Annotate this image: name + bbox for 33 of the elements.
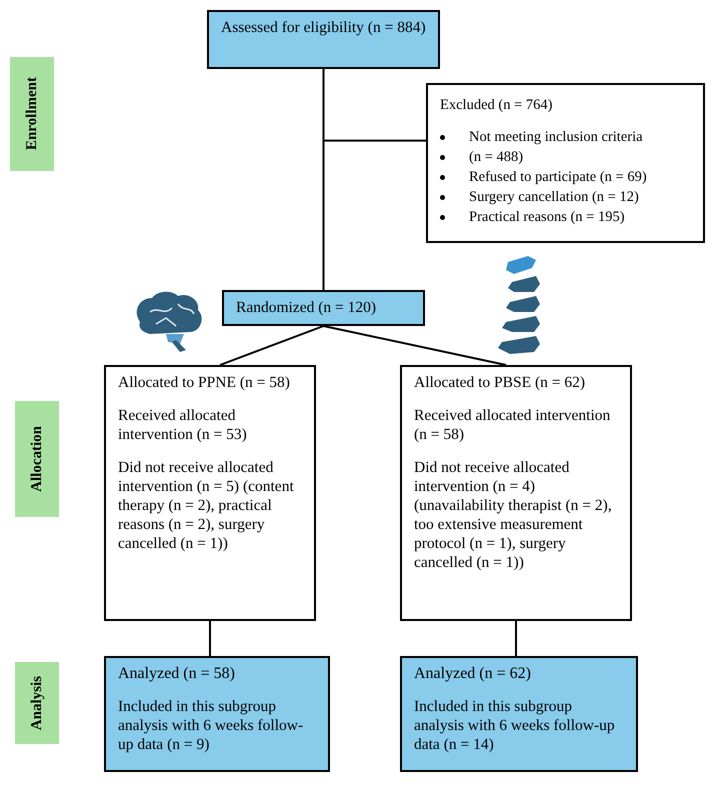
box-text: Included in this subgroup analysis with 6 weeks follow-up data (n = 9) [118, 697, 304, 754]
stage-box [400, 656, 638, 772]
box-heading: Assessed for eligibility (n = 884) [221, 18, 426, 37]
excluded-box [426, 83, 705, 243]
box-heading: Allocated to PBSE (n = 62) [414, 373, 586, 392]
allocation-box [400, 365, 632, 621]
box-heading: Excluded (n = 764) [440, 96, 552, 115]
box-heading: Allocated to PPNE (n = 58) [118, 373, 291, 392]
stage-box [104, 656, 330, 772]
stage-box [207, 10, 440, 69]
connector-line [323, 325, 506, 366]
list-item: Refused to participate (n = 69) [469, 168, 647, 187]
stage-box [222, 290, 425, 326]
list-item: (n = 488) [469, 148, 524, 167]
list-item: Practical reasons (n = 195) [469, 208, 625, 227]
box-text: Received allocated intervention (n = 53) [118, 406, 248, 444]
box-heading: Analyzed (n = 58) [118, 664, 236, 683]
list-item: Not meeting inclusion criteria [469, 128, 643, 147]
stage-label: Allocation [15, 401, 59, 517]
box-text: Included in this subgroup analysis with 6 weeks follow-up data (n = 14) [414, 697, 616, 754]
stage-label: Analysis [15, 662, 59, 744]
connector-line [322, 69, 324, 290]
box-heading: Analyzed (n = 62) [414, 664, 532, 683]
box-heading: Randomized (n = 120) [236, 298, 378, 317]
list-item: Surgery cancellation (n = 12) [469, 188, 639, 207]
box-text: Did not receive allocated intervention (n = 4) (unavailability therapist (n = 2), too extensive measurement protocol (n = 1), surgery cancelled (n = 1)) [414, 458, 613, 572]
connector-line [220, 325, 324, 366]
connector-line [515, 621, 517, 656]
box-text: Did not receive allocated intervention (n = 5) (content therapy (n = 2), practical reasons (n = 2), surgery cancelled (n = 1)) [118, 458, 295, 553]
box-text: Received allocated intervention (n = 58) [414, 406, 612, 444]
stage-label: Enrollment [10, 57, 54, 171]
connector-line [209, 621, 211, 656]
allocation-box [104, 365, 316, 621]
